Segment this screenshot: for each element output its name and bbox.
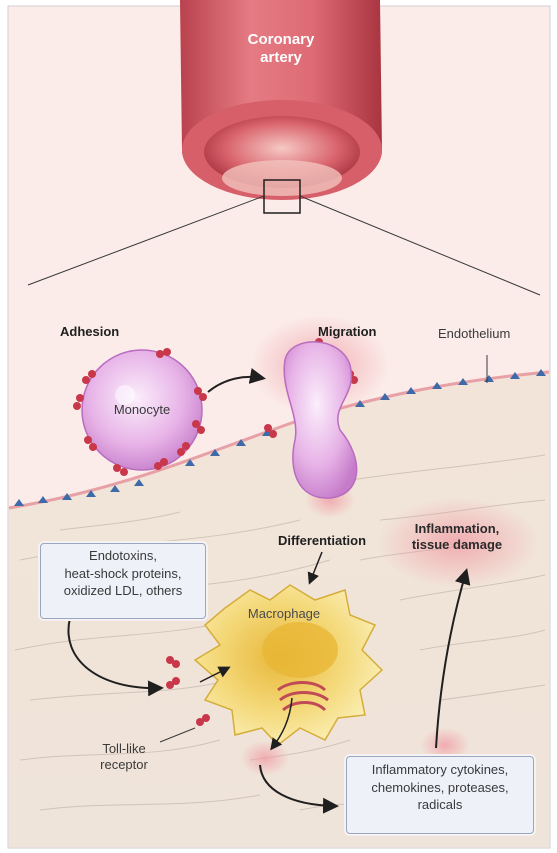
differentiation-label: Differentiation	[263, 533, 381, 549]
products-box: Inflammatory cytokines, chemokines, prot…	[346, 756, 534, 834]
macrophage-label: Macrophage	[228, 606, 340, 622]
migration-label: Migration	[318, 324, 408, 340]
monocyte-label: Monocyte	[100, 402, 184, 418]
artery-label: Coronary artery	[232, 31, 330, 67]
adhesion-label: Adhesion	[60, 324, 140, 340]
inflammation-label: Inflammation, tissue damage	[392, 521, 522, 552]
stimuli-box: Endotoxins, heat-shock proteins, oxidize…	[40, 543, 206, 619]
toll-like-receptor-label: Toll-like receptor	[80, 741, 168, 772]
endothelium-label: Endothelium	[438, 326, 538, 342]
